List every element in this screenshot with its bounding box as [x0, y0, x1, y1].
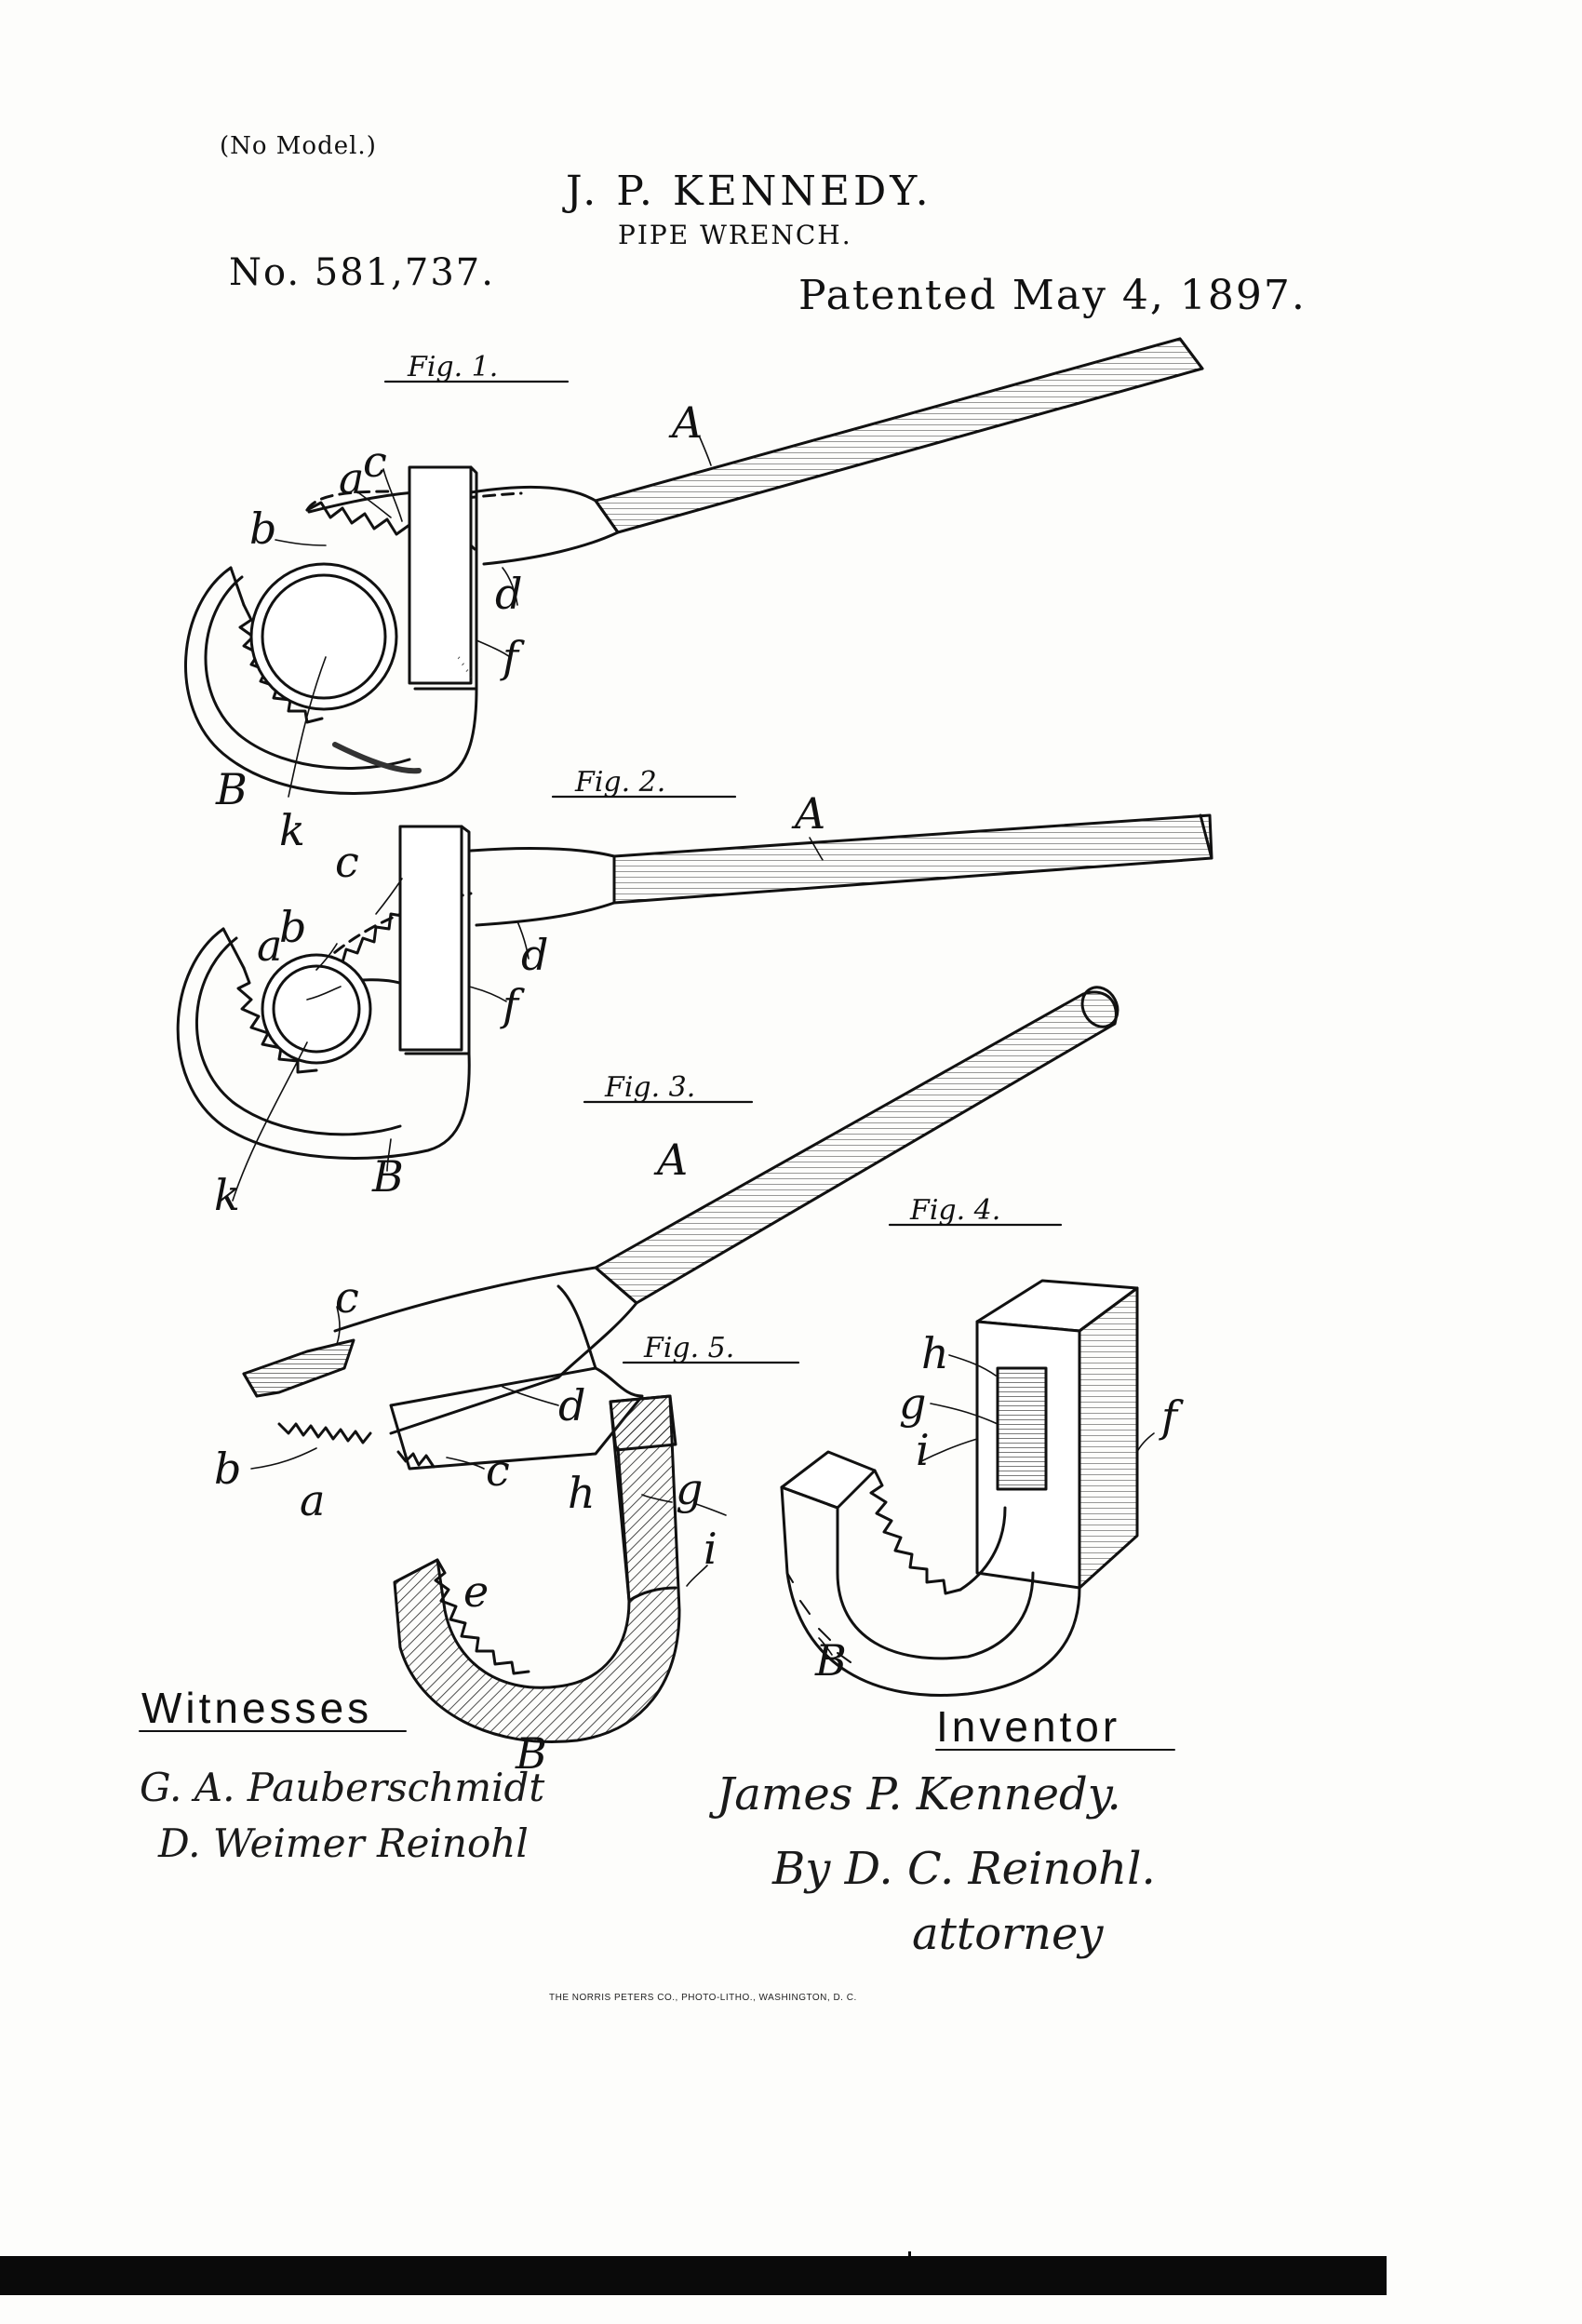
figure-4 [780, 1279, 1155, 1697]
no-model-notice: (No Model.) [220, 132, 377, 160]
figure-5-label: Fig. 5. [643, 1332, 734, 1364]
ref-letter-a: a [339, 453, 364, 504]
ref-letter-h: h [568, 1468, 596, 1518]
ref-letter-c: c [335, 837, 359, 887]
attorney-byline: By D. C. Reinohl. [772, 1843, 1156, 1895]
ref-letter-f: f [1159, 1391, 1184, 1442]
ref-letter-g: g [899, 1378, 926, 1429]
ref-letter-B: B [814, 1635, 847, 1686]
ref-letter-b: b [249, 504, 276, 554]
ref-letter-b: b [279, 902, 306, 952]
printer-credit: THE NORRIS PETERS CO., PHOTO-LITHO., WAS… [549, 1993, 857, 2003]
ref-letter-g: g [676, 1464, 703, 1514]
ref-letter-c: c [335, 1272, 359, 1323]
witness-signature-1: G. A. Pauberschmidt [140, 1765, 545, 1810]
ref-letter-d: d [495, 569, 522, 619]
witness-signature-2: D. Weimer Reinohl [158, 1820, 529, 1866]
scan-edge-bar [0, 2256, 1387, 2295]
figure-4-label: Fig. 4. [909, 1194, 1000, 1227]
ref-letter-e: e [463, 1566, 489, 1617]
ref-letter-f: f [500, 980, 525, 1030]
figure-1-label: Fig. 1. [407, 351, 498, 383]
ref-letter-a: a [300, 1475, 325, 1525]
ref-letter-a: a [257, 920, 282, 971]
ref-letter-c: c [363, 437, 387, 487]
ref-letter-i: i [916, 1425, 930, 1475]
ref-letter-A: A [791, 788, 825, 839]
inventor-signature: James P. Kennedy. [717, 1768, 1121, 1820]
witnesses-label: Witnesses [141, 1684, 373, 1732]
inventor-label: Inventor [936, 1702, 1121, 1751]
figure-3-label: Fig. 3. [604, 1071, 695, 1104]
ref-letter-A: A [653, 1135, 688, 1185]
ref-letter-b: b [214, 1444, 241, 1494]
ref-letter-A: A [668, 397, 703, 448]
ref-letter-B: B [515, 1728, 547, 1779]
figure-labels: Fig. 1. Fig. 2. Fig. 3. Fig. 4. Fig. 5. [407, 351, 1000, 1364]
ref-letter-k: k [214, 1170, 240, 1220]
ref-letter-B: B [371, 1151, 404, 1202]
figure-1 [184, 337, 1204, 798]
reference-letters: A c a b d f B k A c b a d f k B A c d c … [214, 397, 1184, 1779]
figure-label-underlines [383, 380, 1063, 1364]
ref-letter-k: k [279, 805, 305, 855]
ref-letter-c: c [486, 1445, 510, 1496]
ref-letter-d: d [558, 1380, 585, 1431]
scan-edge-tick [908, 2251, 911, 2270]
invention-title: PIPE WRENCH. [618, 220, 852, 250]
figure-5 [393, 1394, 727, 1743]
figure-2-label: Fig. 2. [574, 766, 665, 799]
ref-letter-d: d [521, 930, 548, 980]
inventor-name-heading: J. P. KENNEDY. [566, 168, 932, 215]
patent-number: No. 581,737. [229, 251, 495, 294]
ref-letter-f: f [500, 632, 525, 682]
figure-2 [176, 813, 1213, 1202]
ref-letter-B: B [215, 764, 248, 814]
patented-date: Patented May 4, 1897. [798, 272, 1307, 319]
ref-letter-i: i [704, 1524, 717, 1574]
ref-letter-h: h [921, 1328, 949, 1378]
attorney-title: attorney [912, 1908, 1104, 1960]
